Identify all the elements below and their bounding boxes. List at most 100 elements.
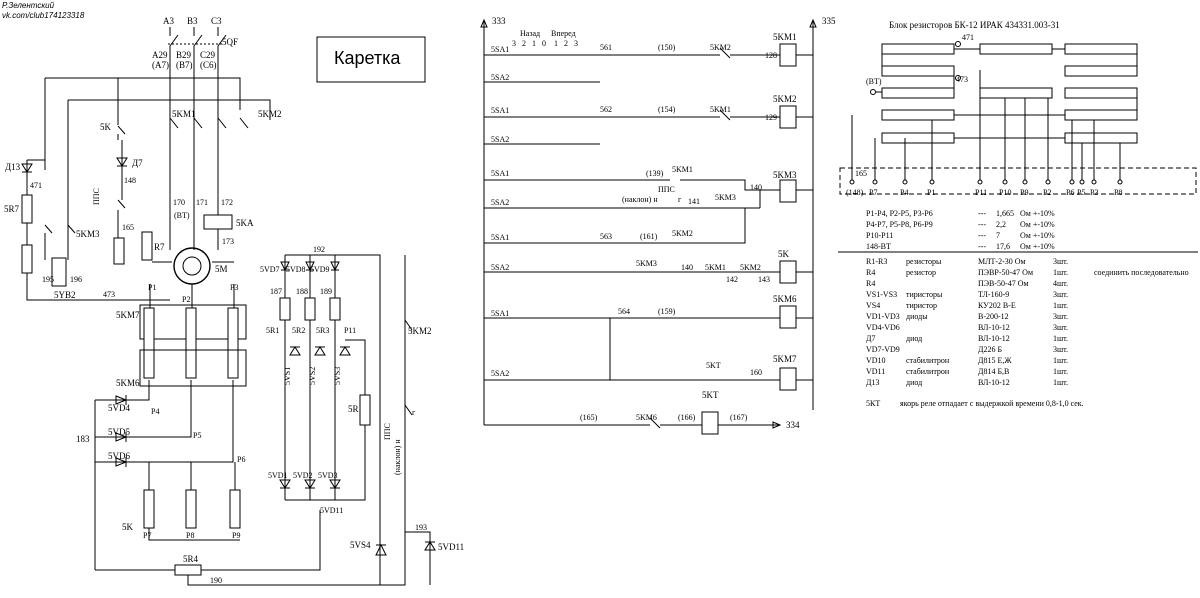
label-power-nodes-9: 190 <box>210 576 222 585</box>
label-control-switches-0: 5SA1 <box>491 233 509 242</box>
label-bom-4-name: тиристор <box>906 301 937 310</box>
label-power-nodes-4: 172 <box>221 198 233 207</box>
label-power-diodes_left-0: 5VD4 <box>108 403 130 413</box>
label-power-nodes-10: 183 <box>76 434 90 444</box>
label-control-bus_bottom: 334 <box>786 420 800 430</box>
label-power-rel_bottom: 5K <box>122 522 134 532</box>
label-power-diodes_bottom-0: 5VD1 <box>268 471 288 480</box>
label-bom-1-type: ПЭВР-50-47 Ом <box>978 268 1033 277</box>
label-power-contactors-6: 5KM6 <box>116 378 140 388</box>
label-power-parts-5: ППС <box>92 188 101 205</box>
label-control-wire_nums-5: 140 <box>750 183 762 192</box>
label-power-nodes-0: 471 <box>30 181 42 190</box>
label-bom-11-type: ВЛ-10-12 <box>978 378 1010 387</box>
label-power-contactors-3: 5KM3 <box>76 229 100 239</box>
label-control-coil_nums-1: 129 <box>765 113 777 122</box>
label-control-coils-3: 5K <box>778 249 790 259</box>
label-resistor_block-ratings-3-tol: Ом +-10% <box>1020 242 1055 251</box>
label-bom-9-ref: VD10 <box>866 356 886 365</box>
label-control-coils-2: 5KM3 <box>773 170 797 180</box>
label-control-contacts-8: 5KM3 <box>636 259 657 268</box>
label-bom-3-name: тиристоры <box>906 290 943 299</box>
bus-333: 333 <box>492 16 506 26</box>
block-title: Блок резисторов БК-12 ИРАК 434331.003-31 <box>889 20 1060 30</box>
label-power-taps_left-1: P5 <box>193 431 201 440</box>
label-control-contacts-0: 5KM2 <box>710 43 731 52</box>
label-control-dir_back: Назад <box>520 29 540 38</box>
label-control-switches-1: 5SA2 <box>491 263 509 272</box>
label-power-nodes-15: 188 <box>296 287 308 296</box>
label-power-nodes-2: 170 <box>173 198 185 207</box>
label-control-contacts-2: 5KM1 <box>672 165 693 174</box>
label-power-phase_in-2: C29 <box>200 50 216 60</box>
label-control-pos_labels-5: 2 <box>564 39 568 48</box>
label-resistor_block-ratings-2-name: P10-P11 <box>866 231 893 240</box>
label-power-resist_bottom-2: P9 <box>232 531 240 540</box>
label-bom-1-note: соединить последовательно <box>1094 268 1189 277</box>
label-bom-2-type: ПЭВ-50-47 Ом <box>978 279 1029 288</box>
label-control-wire_nums-11: 143 <box>758 275 770 284</box>
label-control-wire_nums-13: (159) <box>658 307 676 316</box>
label-power-nodes-11: 473 <box>103 290 115 299</box>
label-control-wire_nums-0: 561 <box>600 43 612 52</box>
label-resistor_block-nodes-3: 165 <box>855 169 867 178</box>
label-control-coil_nums-0: 128 <box>765 51 777 60</box>
label-bom-8-ref: VD7-VD9 <box>866 345 900 354</box>
label-footnote-ref: 5КТ <box>866 399 880 408</box>
label-control-coils-5: 5KM7 <box>773 354 797 364</box>
label-control-switches-1: 5SA2 <box>491 135 509 144</box>
label-resistor_block-ratings-1-tol: Ом +-10% <box>1020 220 1055 229</box>
label-bom-1-ref: R4 <box>866 268 875 277</box>
label-power-nodes-1: 148 <box>124 176 136 185</box>
label-bom-7-ref: Д7 <box>866 334 875 343</box>
resistor-block: Блок резисторов БК-12 ИРАК 434331.003-31… <box>839 20 1197 197</box>
label-power-nodes-14: 187 <box>270 287 282 296</box>
label-power-phase_in_alt-2: (C6) <box>200 60 217 70</box>
label-bom-0-type: МЛТ-2-30 Ом <box>978 257 1026 266</box>
label-bom-1-qty: 1шт. <box>1053 268 1068 277</box>
label-power-diodes_left-2: 5VD6 <box>108 451 130 461</box>
label-control-wire_nums-2: 562 <box>600 105 612 114</box>
label-control-coils-4: 5KM6 <box>773 294 797 304</box>
label-control-switches-1: 5SA2 <box>491 198 509 207</box>
label-resistor_block-ratings-2-tol: Ом +-10% <box>1020 231 1055 240</box>
label-resistor_block-ratings-0-dash: --- <box>978 209 986 218</box>
label-resistor_block-ratings-0-tol: Ом +-10% <box>1020 209 1055 218</box>
label-bom-10-ref: VD11 <box>866 367 885 376</box>
label-power-parts-8: 5R <box>348 404 359 414</box>
label-bom-4-qty: 1шт. <box>1053 301 1068 310</box>
label-control-wire_nums-8: (161) <box>640 232 658 241</box>
label-power-pps_alt: (наклон) н <box>393 439 402 475</box>
label-bom-6-qty: 3шт. <box>1053 323 1068 332</box>
label-bom-0-ref: R1-R3 <box>866 257 887 266</box>
label-bom-11-qty: 1шт. <box>1053 378 1068 387</box>
label-control-wire_nums-15: (165) <box>580 413 598 422</box>
label-resistor_block-ratings-1-dash: --- <box>978 220 986 229</box>
label-resistor_block-terminals-11: P8 <box>1114 188 1122 197</box>
label-resistor_block-terminals-3: P1 <box>927 188 935 197</box>
footnote: 5КТ якорь реле отпадает с выдержкой врем… <box>866 399 1084 408</box>
label-bom-11-ref: Д13 <box>866 378 879 387</box>
label-power-diodes_top-1: 5VD8 <box>286 265 306 274</box>
label-bom-5-name: диоды <box>906 312 928 321</box>
resistance-ratings: P1-P4, P2-P5, P3-P6 --- 1,665 Ом +-10% P… <box>838 209 1198 253</box>
label-power-nodes-3: 171 <box>196 198 208 207</box>
label-bom-5-qty: 3шт. <box>1053 312 1068 321</box>
label-power-nodes-7: 192 <box>313 245 325 254</box>
label-bom-9-name: стабилитрон <box>906 356 950 365</box>
label-power-phases-2: C3 <box>211 16 222 26</box>
label-resistor_block-ratings-2-dash: --- <box>978 231 986 240</box>
label-power-nodes-17: (BT) <box>174 211 190 220</box>
label-resistor_block-terminals-9: P5 <box>1077 188 1085 197</box>
label-control-wire_nums-7: 563 <box>600 232 612 241</box>
label-bom-7-name: диод <box>906 334 922 343</box>
label-power-nodes-16: 189 <box>320 287 332 296</box>
label-bom-5-type: В-200-12 <box>978 312 1009 321</box>
label-resistor_block-ratings-2-value: 7 <box>996 231 1000 240</box>
label-resistor_block-terminals-7: P2 <box>1043 188 1051 197</box>
label-power-resist_bottom-0: P7 <box>143 531 151 540</box>
label-bom-1-name: резистор <box>906 268 936 277</box>
label-power-taps_left-0: P4 <box>151 407 159 416</box>
